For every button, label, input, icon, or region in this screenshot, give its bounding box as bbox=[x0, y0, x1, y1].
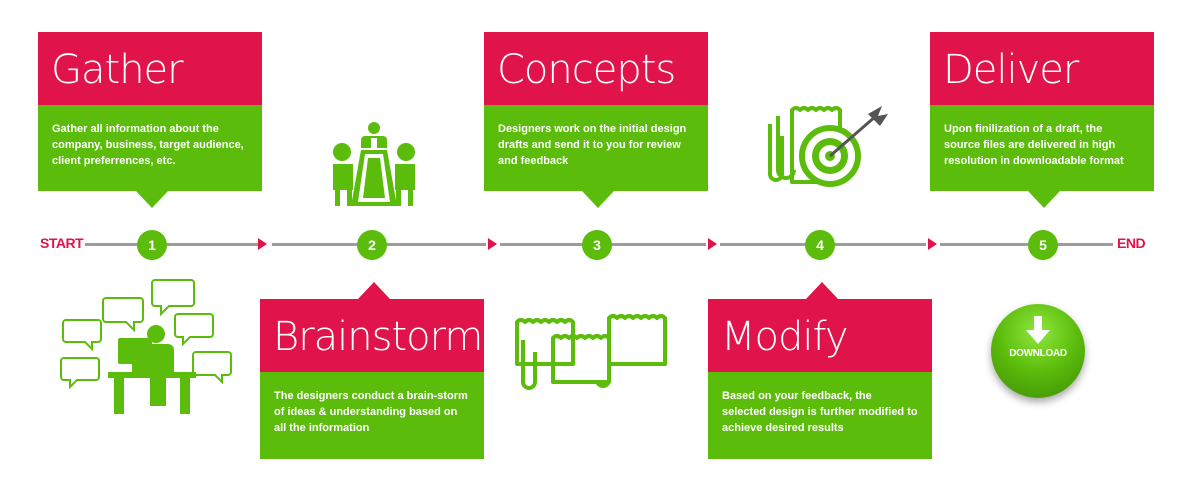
design-drafts-icon bbox=[515, 314, 667, 390]
card-pointer bbox=[358, 282, 390, 299]
step-description: Upon finilization of a draft, the source… bbox=[930, 105, 1154, 191]
card-pointer bbox=[806, 282, 838, 299]
step-card-gather: Gather Gather all information about the … bbox=[38, 32, 262, 208]
step-description: Gather all information about the company… bbox=[38, 105, 262, 191]
step-number-3: 3 bbox=[582, 230, 612, 260]
card-pointer bbox=[136, 191, 168, 208]
step-title: Gather bbox=[38, 32, 262, 105]
step-number-2: 2 bbox=[357, 230, 387, 260]
step-card-concepts: Concepts Designers work on the initial d… bbox=[484, 32, 708, 208]
step-description: Designers work on the initial design dra… bbox=[484, 105, 708, 191]
step-card-modify: Modify Based on your feedback, the selec… bbox=[708, 282, 932, 459]
step-number-4: 4 bbox=[805, 230, 835, 260]
timeline-arrow-icon bbox=[928, 238, 937, 250]
timeline-arrow-icon bbox=[258, 238, 267, 250]
meeting-table-icon bbox=[333, 122, 415, 206]
step-card-brainstorm: Brainstorm The designers conduct a brain… bbox=[260, 282, 484, 459]
timeline-arrow-icon bbox=[488, 238, 497, 250]
step-card-deliver: Deliver Upon finilization of a draft, th… bbox=[930, 32, 1154, 208]
timeline-segment bbox=[940, 243, 1113, 246]
download-button[interactable]: DOWNLOAD bbox=[991, 304, 1085, 398]
timeline-end-label: END bbox=[1117, 235, 1146, 251]
step-title: Deliver bbox=[930, 32, 1154, 105]
step-description: The designers conduct a brain-storm of i… bbox=[260, 372, 484, 459]
download-icon bbox=[1026, 316, 1050, 344]
timeline-arrow-icon bbox=[708, 238, 717, 250]
download-label: DOWNLOAD bbox=[1009, 348, 1067, 359]
step-number-1: 1 bbox=[137, 230, 167, 260]
drafts-with-target-icon bbox=[768, 106, 888, 187]
step-title: Brainstorm bbox=[260, 299, 484, 372]
person-at-desk-with-speech-bubbles-icon bbox=[60, 279, 232, 414]
step-description: Based on your feedback, the selected des… bbox=[708, 372, 932, 459]
timeline-start-label: START bbox=[40, 235, 84, 251]
card-pointer bbox=[1028, 191, 1060, 208]
step-number-5: 5 bbox=[1028, 230, 1058, 260]
timeline-segment bbox=[85, 243, 258, 246]
step-title: Modify bbox=[708, 299, 932, 372]
card-pointer bbox=[582, 191, 614, 208]
step-title: Concepts bbox=[484, 32, 708, 105]
